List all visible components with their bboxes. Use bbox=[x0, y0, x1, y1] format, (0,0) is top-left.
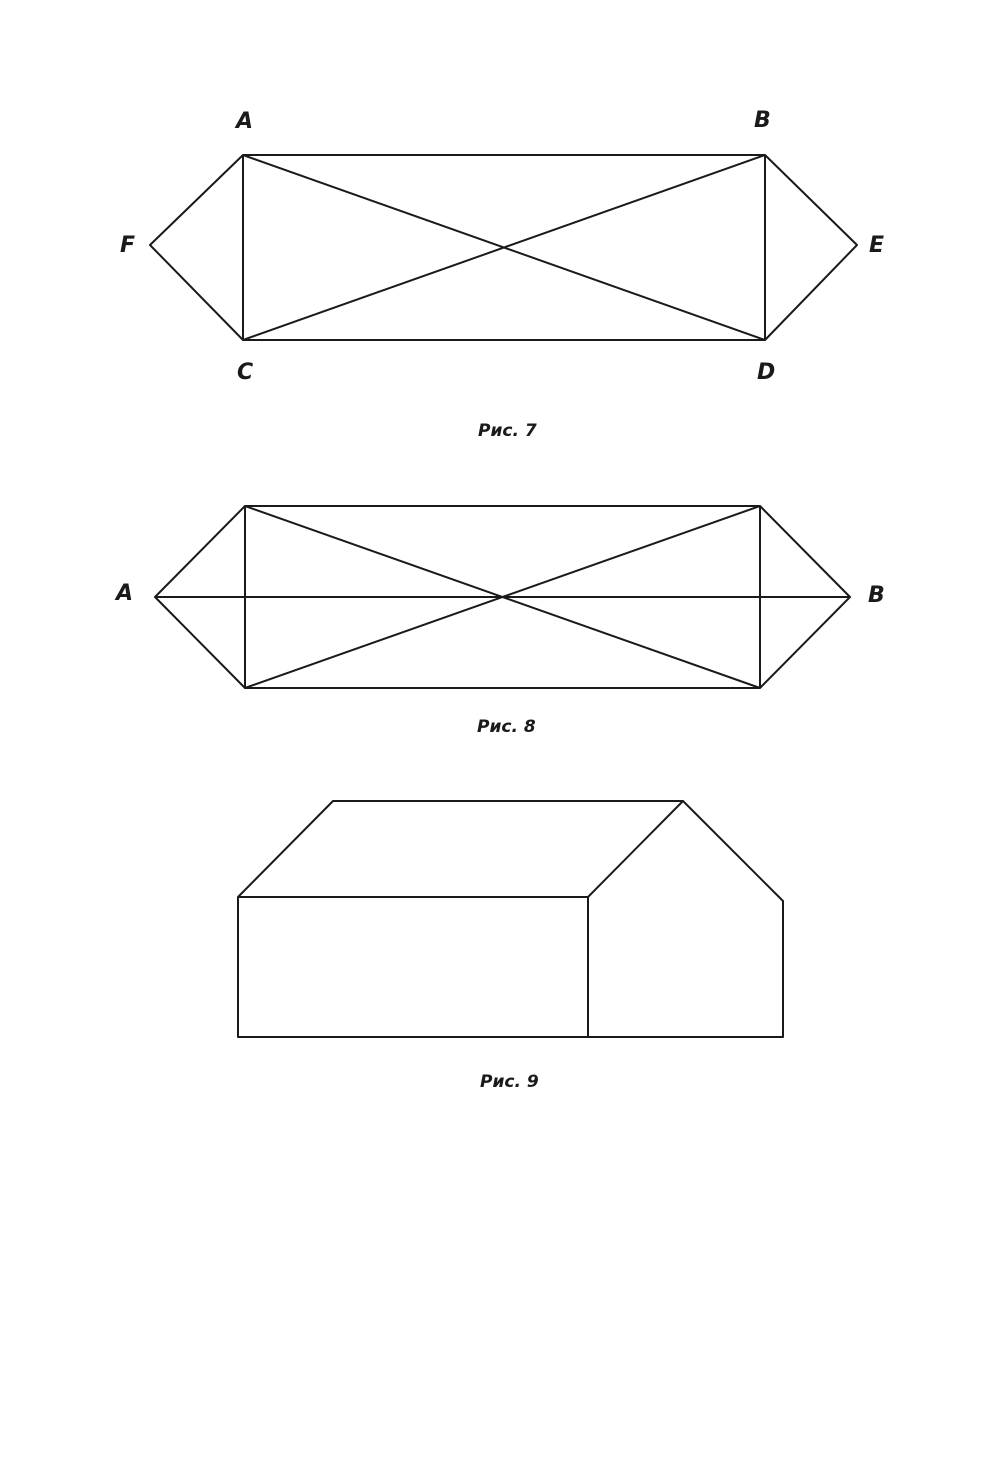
fig8-left-triangle bbox=[154, 505, 246, 689]
fig7-left-triangle bbox=[149, 154, 244, 341]
fig8-right-triangle bbox=[759, 505, 851, 689]
fig7-label-c: C bbox=[237, 360, 253, 385]
fig8-label-b: B bbox=[868, 583, 885, 608]
fig9-front-face bbox=[237, 896, 589, 1038]
fig7-label-f: F bbox=[120, 233, 135, 258]
fig8-label-a: A bbox=[114, 581, 133, 606]
figure-8: A B Рис. 8 bbox=[114, 505, 885, 737]
fig8-caption: Рис. 8 bbox=[477, 717, 536, 737]
fig7-label-a: A bbox=[234, 109, 253, 134]
fig9-top-face bbox=[237, 800, 684, 898]
fig7-label-b: B bbox=[754, 108, 771, 133]
fig7-label-d: D bbox=[757, 360, 775, 385]
figure-7: A B F E C D Рис. 7 bbox=[120, 108, 884, 441]
fig9-caption: Рис. 9 bbox=[480, 1072, 539, 1092]
fig7-label-e: E bbox=[869, 233, 884, 258]
fig7-diagonal-bc bbox=[242, 154, 766, 341]
fig7-caption: Рис. 7 bbox=[478, 421, 537, 441]
fig7-right-triangle bbox=[764, 154, 858, 341]
figure-9: Рис. 9 bbox=[237, 800, 784, 1092]
fig9-side-face bbox=[588, 800, 784, 1038]
